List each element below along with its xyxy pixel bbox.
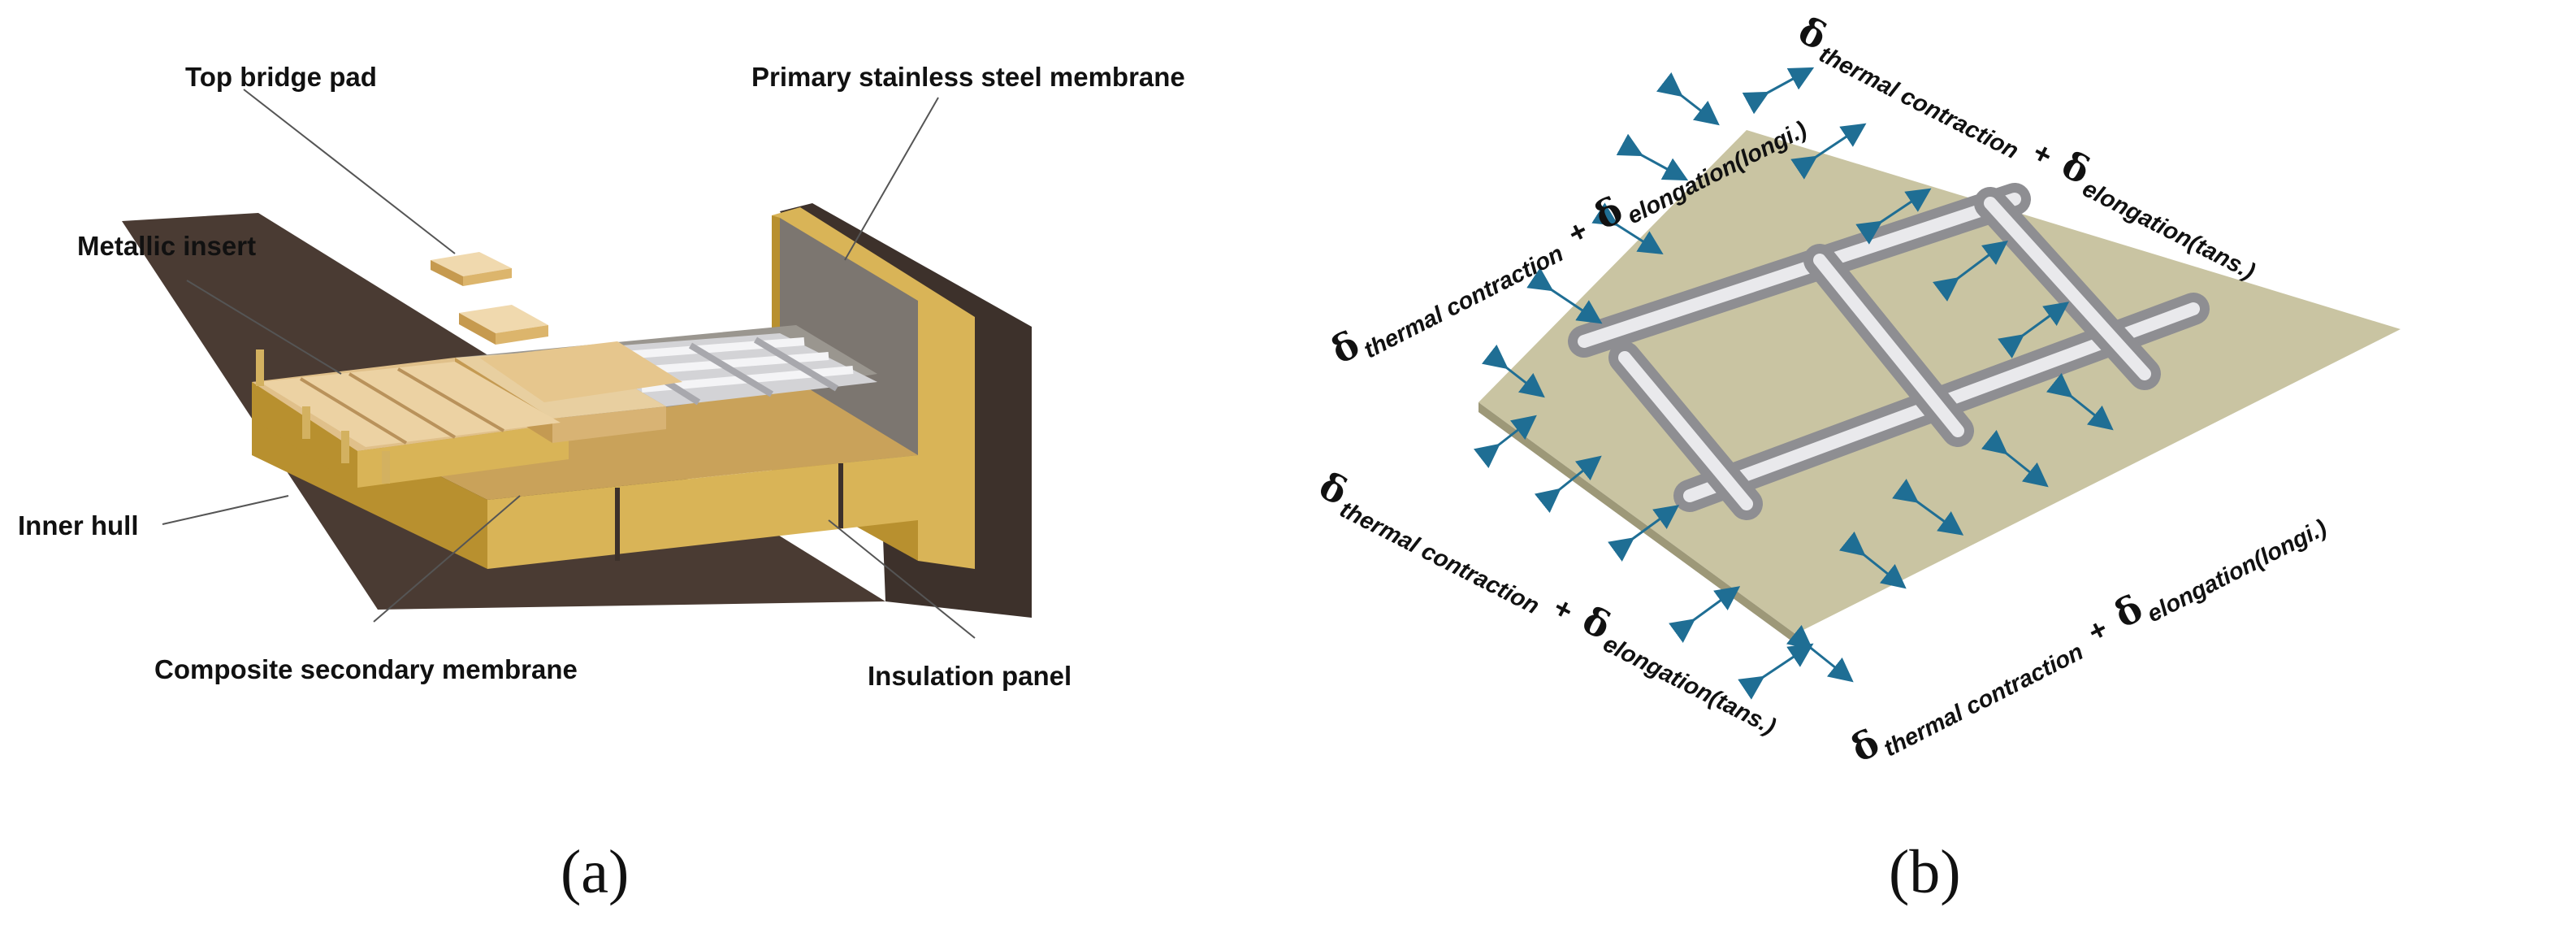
plus-sign: + [1562, 213, 1593, 251]
corrugation-ridges [1568, 183, 2210, 520]
corrugated-membrane-illustration [1473, 67, 2401, 700]
floor-insulation-side [487, 455, 918, 569]
wall-insulation-face [772, 207, 975, 569]
primary-membrane-callout: Primary stainless steel membrane [751, 62, 1185, 92]
membrane-sheet [1478, 130, 2401, 634]
corrugated-membrane-grid [569, 333, 877, 406]
insulation-system-illustration [122, 89, 1032, 639]
plus-sign: + [2082, 611, 2113, 649]
plus-sign: + [1548, 590, 1579, 628]
figure-a-label: (a) [561, 838, 630, 906]
plywood-panel-side [552, 406, 666, 443]
figure-a-panel: Top bridge pad Primary stainless steel m… [0, 0, 1267, 929]
insulation-panel-callout: Insulation panel [868, 661, 1072, 691]
left-panels-top [260, 362, 561, 447]
dimension-arrows [1473, 67, 2114, 700]
top-bridge-pad-lower [459, 305, 548, 333]
composite-membrane-callout: Composite secondary membrane [154, 654, 578, 684]
panel-block-side [357, 423, 569, 488]
top-bridge-pad-callout: Top bridge pad [185, 62, 377, 92]
inner-hull-callout: Inner hull [18, 510, 139, 540]
metallic-insert-plate [479, 341, 682, 402]
plus-sign: + [2027, 135, 2059, 173]
metallic-insert-callout: Metallic insert [77, 231, 257, 261]
figure-b-panel: δ thermal contraction + δ elongation(lon… [1284, 0, 2576, 929]
figure-b-label: (b) [1889, 838, 1961, 906]
